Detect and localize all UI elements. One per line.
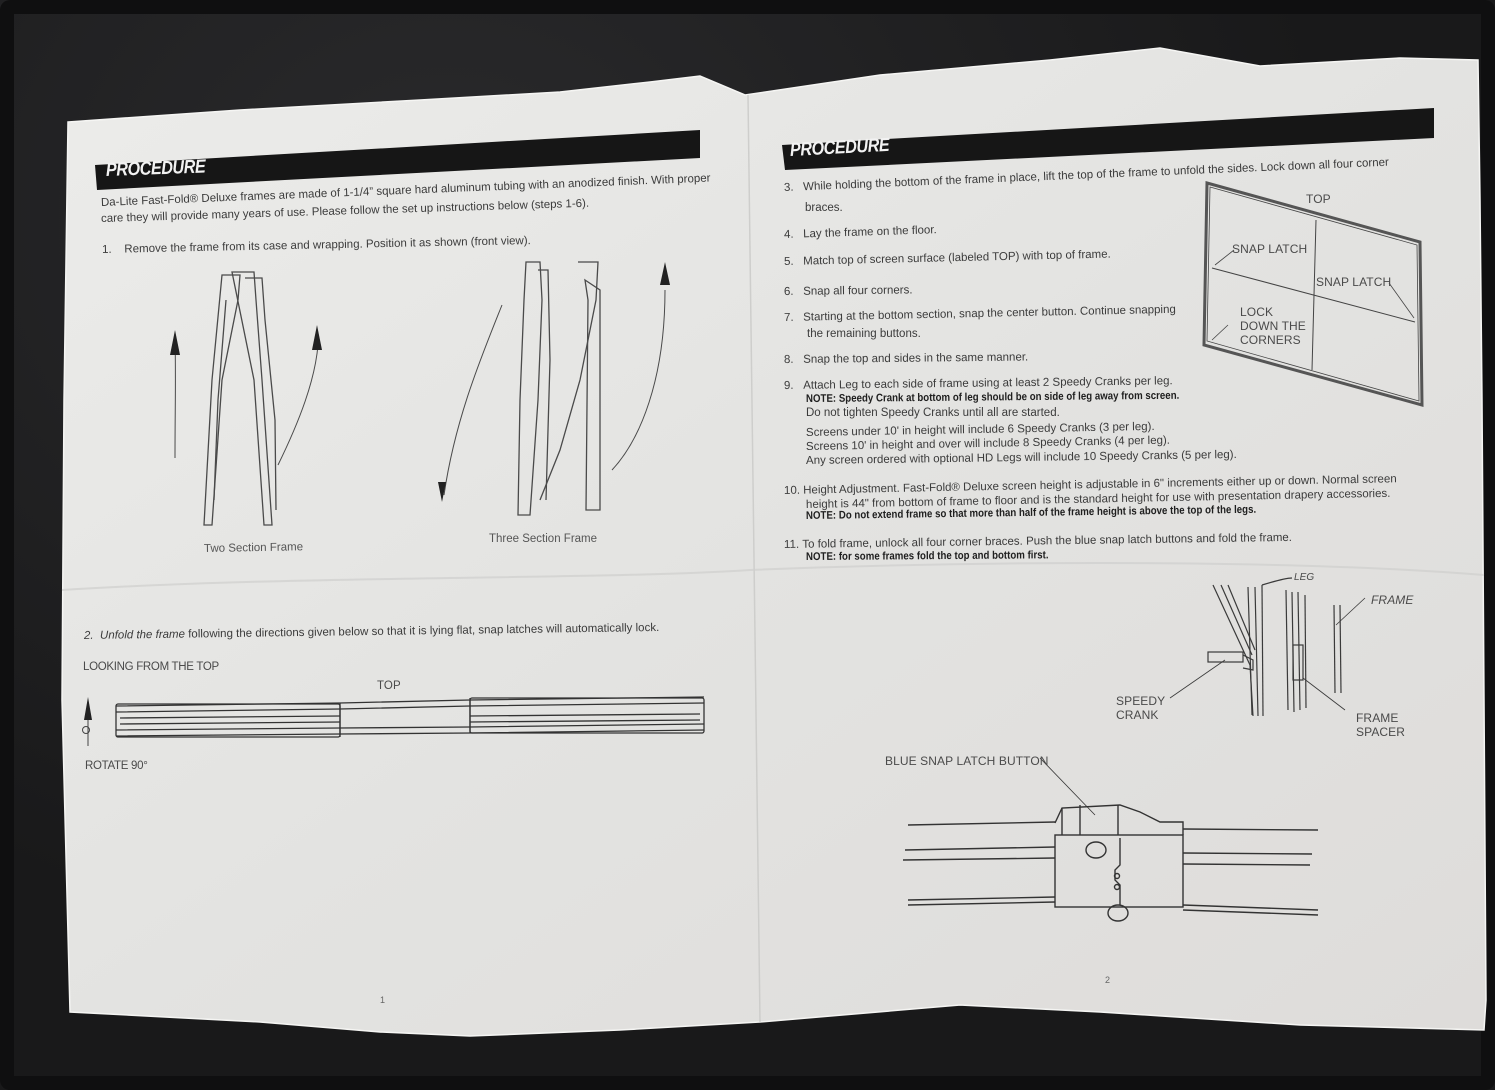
horizontal-fold [61,562,1485,591]
diagram-label-frame-spacer-1: FRAME [1356,711,1399,725]
step-text-italic: Unfold the frame [99,628,186,642]
arrow-up-icon [312,325,322,350]
step-number: 9. [783,379,794,392]
diagram-label-crank: CRANK [1116,708,1159,722]
step-number: 8. [783,353,794,366]
step-text: Snap the top and sides in the same manne… [803,351,1029,366]
arrow-down-icon [438,482,446,502]
two-section-frame-drawing [174,271,319,526]
step-11-note: NOTE: for some frames fold the top and b… [805,549,1049,563]
three-section-frame-drawing [443,261,666,516]
step-number: 7. [783,311,794,324]
diagram-label-frame-spacer-2: SPACER [1356,725,1406,739]
step-8: 8. Snap the top and sides in the same ma… [784,351,1028,366]
diagram-label-snap-latch-left: SNAP LATCH [1232,242,1308,256]
center-fold [747,94,761,1023]
step-number: 1. [101,243,112,256]
label-rotate-90: ROTATE 90° [85,760,148,772]
label-looking-from-top: LOOKING FROM THE TOP [83,661,219,673]
left-procedure-header: PROCEDURE [105,156,206,181]
right-procedure-band [782,108,1434,170]
step-text: Snap all four corners. [803,284,913,298]
page-number-right: 2 [1105,975,1111,985]
diagram-label-corners: CORNERS [1240,333,1301,347]
step-number: 2. [83,629,94,642]
step-number: 5. [783,255,794,268]
diagram-label-top: TOP [1306,192,1331,206]
step-9-line2: Do not tighten Speedy Cranks until all a… [806,407,1060,419]
top-view-frame-drawing [115,696,705,738]
step-3-line2: braces. [805,202,843,214]
left-procedure-band [95,130,700,190]
leg-crank-diagram [1169,577,1366,717]
paper-outline [61,47,1487,1037]
label-top: TOP [377,680,401,692]
snap-latch-diagram [902,757,1319,922]
step-number: 10. [783,484,801,497]
step-6: 6. Snap all four corners. [784,284,913,298]
unfolded-frame-diagram [1202,181,1424,407]
diagram-label-lock: LOCK [1240,305,1274,319]
caption-two-section-frame: Two Section Frame [203,541,304,555]
caption-three-section-frame: Three Section Frame [489,533,598,545]
step-number: 11. [783,538,800,551]
page-number-left: 1 [380,995,386,1005]
step-7-line2: the remaining buttons. [807,328,921,340]
arrow-up-icon [660,262,670,285]
step-number: 4. [783,228,794,241]
arrow-up-icon [170,330,180,355]
step-number: 3. [783,181,794,194]
step-number: 6. [783,285,794,298]
diagram-label-snap-latch-right: SNAP LATCH [1316,275,1392,289]
rotate-arrow-icon [82,697,92,746]
diagram-label-frame: FRAME [1371,593,1414,607]
diagram-label-leg: LEG [1294,572,1315,583]
diagram-label-speedy: SPEEDY [1116,694,1166,708]
diagram-label-blue-snap-latch-button: BLUE SNAP LATCH BUTTON [885,754,1049,768]
diagram-label-down-the: DOWN THE [1240,319,1306,333]
